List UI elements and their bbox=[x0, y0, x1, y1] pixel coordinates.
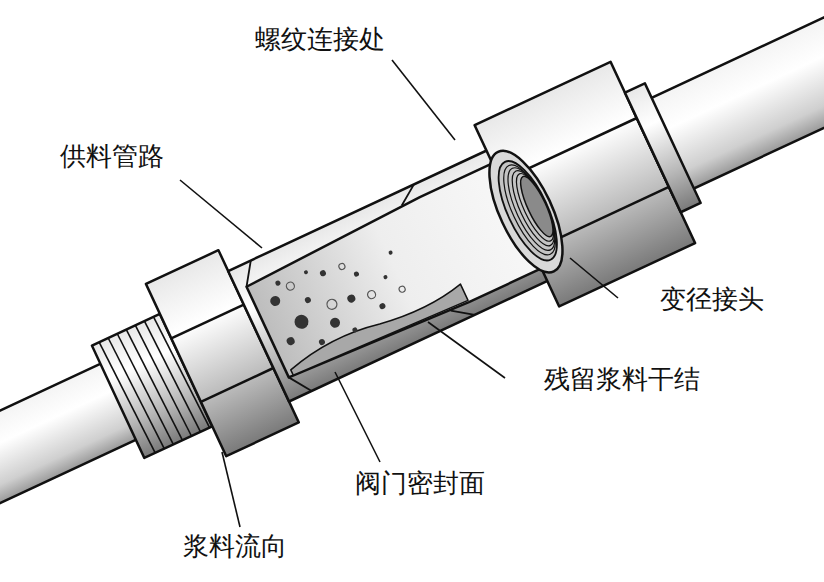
part-label: 残留浆料干结 bbox=[541, 364, 703, 395]
part-label: 变径接头 bbox=[657, 284, 767, 315]
part-label: 阀门密封面 bbox=[352, 468, 488, 499]
part-label: 浆料流向 bbox=[180, 531, 290, 562]
part-label: 螺纹连接处 bbox=[252, 24, 388, 55]
part-label: 供料管路 bbox=[57, 141, 167, 172]
